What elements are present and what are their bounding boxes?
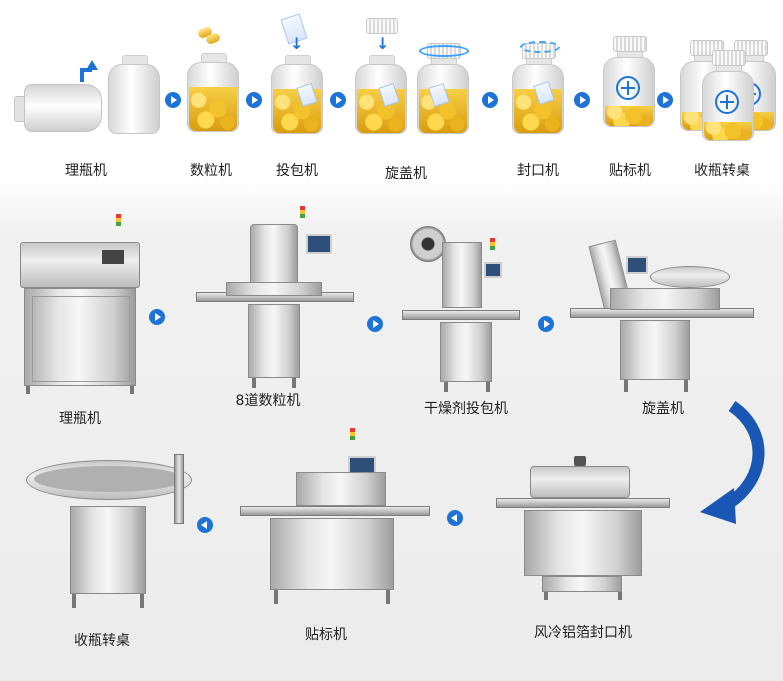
flow-label: 风冷铝箔封口机	[534, 625, 632, 641]
arrow-right-circle-icon	[165, 92, 181, 108]
machine-desiccant-inserter	[402, 210, 520, 392]
down-arrow-icon: ↓	[290, 34, 304, 53]
machine-labeler	[240, 428, 430, 606]
flow-label: 旋盖机	[642, 401, 684, 417]
flow-label: 理瓶机	[59, 411, 101, 427]
machine-air-cooled-foil-sealer	[496, 452, 670, 600]
flow-label: 收瓶转桌	[74, 633, 130, 649]
arrow-right-circle-icon	[574, 92, 590, 108]
top-label: 投包机	[276, 163, 318, 179]
arrow-right-circle-icon	[657, 92, 673, 108]
top-label: 封口机	[517, 163, 559, 179]
flow-label: 贴标机	[305, 627, 347, 643]
bottle-lying	[14, 84, 102, 132]
machine-bottle-unscrambler	[20, 214, 140, 394]
top-label: 贴标机	[609, 163, 651, 179]
cap-floating	[366, 18, 398, 34]
arrow-right-circle-icon	[330, 92, 346, 108]
down-arrow-icon: ↓	[376, 34, 390, 53]
arrow-right-circle-icon	[149, 309, 165, 325]
bottle-group	[676, 40, 776, 141]
flow-label: 8道数粒机	[235, 393, 301, 409]
bottle-capped	[417, 43, 469, 135]
machine-8-channel-counter	[196, 206, 354, 390]
bottle-filled	[187, 53, 239, 133]
machine-collecting-turntable	[26, 448, 194, 612]
curved-arrow-icon	[700, 401, 765, 524]
turn-up-arrow-icon	[80, 60, 98, 82]
bottle-filled-sachet	[271, 55, 323, 135]
machine-capper	[570, 236, 754, 392]
capsule-drop	[196, 25, 222, 46]
arrow-left-circle-icon	[447, 510, 463, 526]
bottle-labeled	[603, 36, 655, 128]
arrow-right-circle-icon	[367, 316, 383, 332]
top-label: 旋盖机	[385, 166, 427, 182]
top-label: 数粒机	[190, 163, 232, 179]
top-label: 理瓶机	[65, 163, 107, 179]
arrow-right-circle-icon	[246, 92, 262, 108]
flow-label: 干燥剂投包机	[424, 401, 508, 417]
arrow-right-circle-icon	[482, 92, 498, 108]
bottle-sealed	[512, 41, 564, 135]
top-label: 收瓶转桌	[694, 163, 750, 179]
arrow-left-circle-icon	[197, 517, 213, 533]
arrow-right-circle-icon	[538, 316, 554, 332]
bottle-capping	[355, 55, 407, 135]
bottle-empty	[108, 55, 160, 135]
